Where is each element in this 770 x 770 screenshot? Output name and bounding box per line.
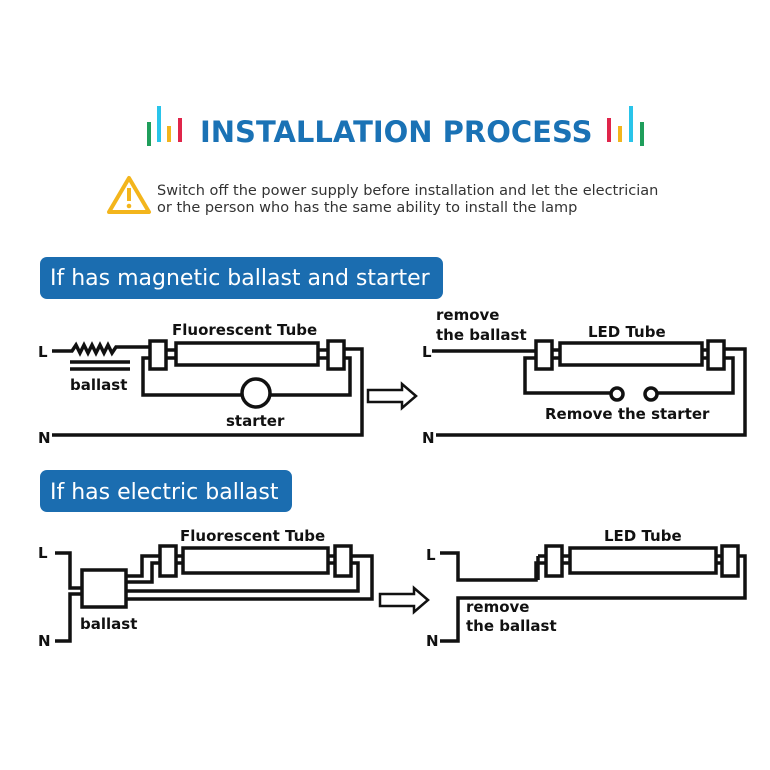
tube-label: Fluorescent Tube bbox=[172, 321, 317, 339]
neutral-label: N bbox=[422, 429, 435, 447]
line-label: L bbox=[38, 343, 48, 361]
warning-text-line2: or the person who has the same ability t… bbox=[157, 200, 577, 216]
electric-ballast-circuit: L N Fluorescent Tube ballast bbox=[38, 527, 374, 650]
ballast-label: ballast bbox=[70, 376, 127, 394]
decorative-bars-left bbox=[147, 106, 182, 146]
neutral-label: N bbox=[38, 429, 51, 447]
page-title: INSTALLATION PROCESS bbox=[200, 115, 592, 149]
section-label-bg bbox=[40, 257, 443, 299]
neutral-label: N bbox=[426, 632, 439, 650]
bar bbox=[629, 106, 633, 142]
remove-starter-label: Remove the starter bbox=[545, 405, 710, 423]
led-tube bbox=[568, 546, 718, 575]
tube-label: Fluorescent Tube bbox=[180, 527, 325, 545]
starter-label: starter bbox=[226, 412, 285, 430]
bar bbox=[640, 122, 644, 146]
starter-icon bbox=[240, 377, 272, 409]
neutral-label: N bbox=[38, 632, 51, 650]
line-label: L bbox=[426, 546, 436, 564]
bar bbox=[178, 118, 182, 142]
electronic-ballast-box bbox=[80, 568, 128, 609]
arrow-right-icon bbox=[378, 585, 430, 615]
section-label-electric: If has electric ballast bbox=[50, 480, 279, 505]
remove-ballast-label: the ballast bbox=[466, 617, 557, 635]
section-label-bg bbox=[40, 470, 292, 512]
arrow-right-icon bbox=[366, 381, 418, 411]
led-circuit-magnetic: remove the ballast L N LED Tube Remove t… bbox=[422, 306, 747, 447]
fluorescent-tube bbox=[181, 546, 330, 575]
warning-triangle-icon bbox=[107, 176, 151, 214]
led-circuit-electric: L N LED Tube remove the ballast bbox=[426, 527, 747, 650]
led-tube bbox=[558, 341, 704, 367]
bar bbox=[147, 122, 151, 146]
bar bbox=[618, 126, 622, 142]
section-label-magnetic: If has magnetic ballast and starter bbox=[50, 266, 431, 291]
tube-label: LED Tube bbox=[588, 323, 666, 341]
decorative-bars-right bbox=[607, 106, 644, 146]
remove-ballast-label: remove bbox=[436, 306, 499, 324]
line-label: L bbox=[422, 343, 432, 361]
fluorescent-tube bbox=[174, 341, 320, 367]
tube-label: LED Tube bbox=[604, 527, 682, 545]
remove-ballast-label: remove bbox=[466, 598, 529, 616]
remove-ballast-label: the ballast bbox=[436, 326, 527, 344]
bar bbox=[157, 106, 161, 142]
ballast-label: ballast bbox=[80, 615, 137, 633]
warning-text-line1: Switch off the power supply before insta… bbox=[157, 183, 658, 199]
bar bbox=[607, 118, 611, 142]
line-label: L bbox=[38, 544, 48, 562]
bar bbox=[167, 126, 171, 142]
magnetic-ballast-circuit: L N Fluorescent Tube ballast starter bbox=[38, 321, 364, 447]
